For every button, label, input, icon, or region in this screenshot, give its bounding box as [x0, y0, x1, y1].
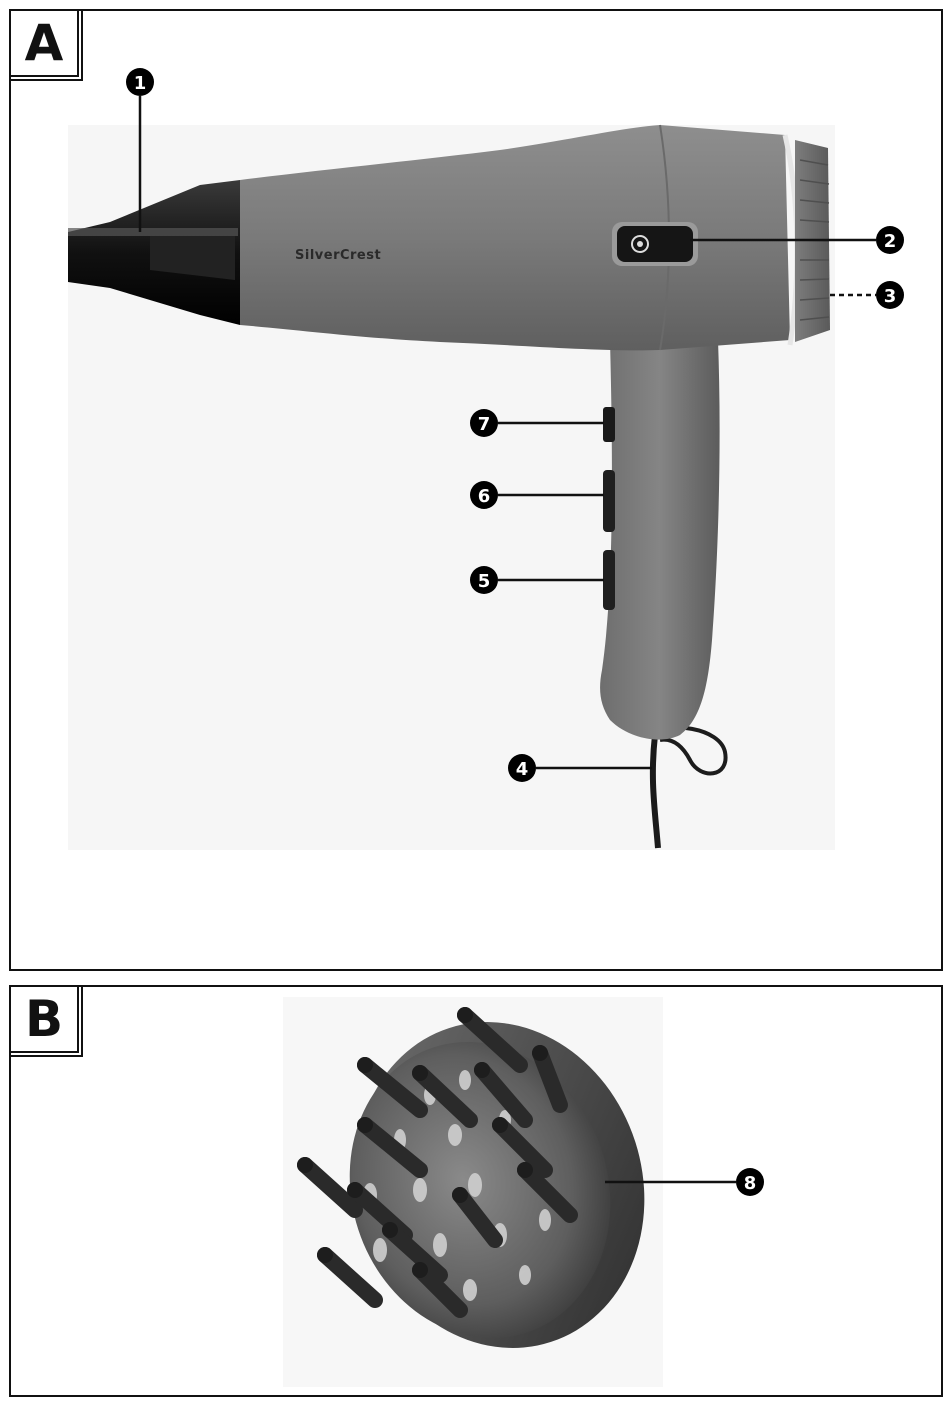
callout-6: 6 — [470, 481, 498, 509]
callout-3: 3 — [876, 281, 904, 309]
callout-1: 1 — [126, 68, 154, 96]
svg-text:2: 2 — [884, 231, 897, 252]
callout-4: 4 — [508, 754, 536, 782]
svg-text:1: 1 — [134, 73, 147, 94]
svg-text:7: 7 — [478, 414, 491, 435]
brand-logo: SilverCrest — [295, 248, 381, 263]
diffuser-illustration: 8 — [0, 985, 950, 1405]
callout-2: 2 — [876, 226, 904, 254]
svg-text:6: 6 — [478, 486, 491, 507]
callout-5: 5 — [470, 566, 498, 594]
callout-8: 8 — [736, 1168, 764, 1196]
svg-text:3: 3 — [884, 286, 897, 307]
callout-7: 7 — [470, 409, 498, 437]
svg-text:8: 8 — [744, 1173, 757, 1194]
hair-dryer-illustration: SilverCrest 1 2 3 4 5 6 7 — [0, 0, 950, 980]
cool-shot-button — [603, 407, 615, 442]
heat-switch — [603, 470, 615, 532]
svg-text:4: 4 — [516, 759, 529, 780]
dryer-handle — [600, 340, 720, 740]
svg-text:5: 5 — [478, 571, 491, 592]
fan-switch — [603, 550, 615, 610]
